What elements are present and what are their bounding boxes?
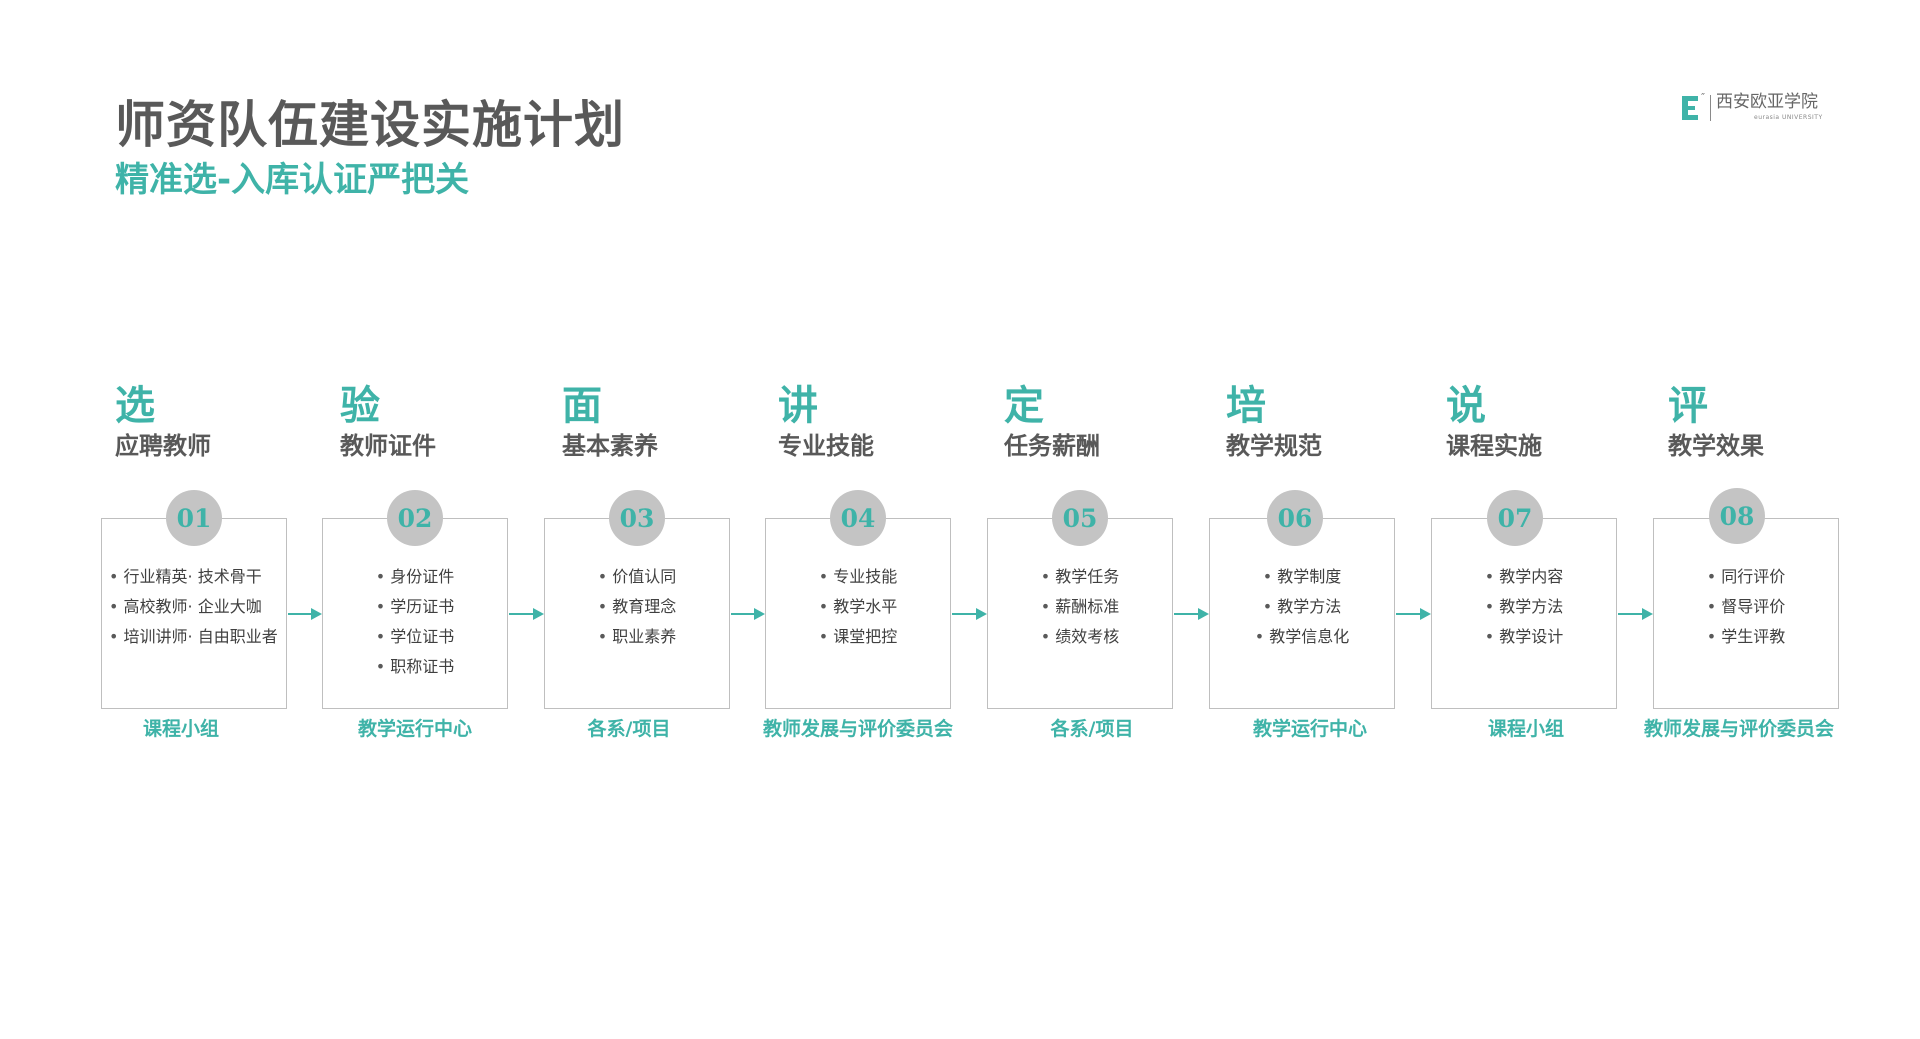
step-label: 教学效果 <box>1668 432 1764 460</box>
step-2-owner: 教学运行中心 <box>357 718 472 740</box>
list-item: 绩效考核 <box>1041 622 1119 652</box>
step-6-owner: 教学运行中心 <box>1252 718 1367 740</box>
step-char: 定 <box>1004 383 1044 429</box>
list-item: 教学设计 <box>1485 622 1563 652</box>
step-2-items: 身份证件 学历证书 学位证书 职称证书 <box>322 562 508 682</box>
flow-arrow-icon <box>731 607 765 621</box>
step-4-heading: 讲 专业技能 <box>778 386 978 756</box>
list-item: 教育理念 <box>598 592 676 622</box>
step-char: 培 <box>1226 383 1266 429</box>
step-4-number-badge: 04 <box>830 490 886 546</box>
list-item: 教学方法 <box>1263 592 1341 622</box>
logo-name-cn: 西安欧亚学院 <box>1716 92 1818 112</box>
step-8-owner: 教师发展与评价委员会 <box>1643 718 1834 740</box>
list-item: 教学方法 <box>1485 592 1563 622</box>
step-4-owner: 教师发展与评价委员会 <box>762 718 953 740</box>
step-1-items: 行业精英· 技术骨干 高校教师· 企业大咖 培训讲师· 自由职业者 <box>101 562 287 652</box>
list-item: 培训讲师· 自由职业者 <box>109 622 278 652</box>
list-item: 督导评价 <box>1707 592 1785 622</box>
step-label: 教师证件 <box>340 432 436 460</box>
step-5-owner: 各系/项目 <box>1050 718 1134 740</box>
step-label: 课程实施 <box>1446 432 1542 460</box>
step-3-items: 价值认同 教育理念 职业素养 <box>544 562 730 652</box>
list-item: 职称证书 <box>376 652 454 682</box>
logo-quote-mark: ″ <box>1701 91 1706 104</box>
logo-divider <box>1710 95 1711 121</box>
university-logo: ″ 西安欧亚学院 eurasia UNIVERSITY <box>1682 91 1832 124</box>
step-char: 讲 <box>778 383 818 429</box>
step-label: 专业技能 <box>778 432 874 460</box>
list-item: 行业精英· 技术骨干 <box>109 562 262 592</box>
step-6-heading: 培 教学规范 <box>1226 386 1426 756</box>
step-char: 验 <box>340 383 380 429</box>
flow-arrow-icon <box>288 607 322 621</box>
flow-arrow-icon <box>1618 607 1653 621</box>
step-8-items: 同行评价 督导评价 学生评教 <box>1653 562 1839 652</box>
step-3-number-badge: 03 <box>609 490 665 546</box>
list-item: 教学信息化 <box>1255 622 1349 652</box>
list-item: 职业素养 <box>598 622 676 652</box>
step-label: 任务薪酬 <box>1004 432 1100 460</box>
list-item: 高校教师· 企业大咖 <box>109 592 262 622</box>
flow-arrow-icon <box>1174 607 1209 621</box>
step-7-items: 教学内容 教学方法 教学设计 <box>1431 562 1617 652</box>
list-item: 薪酬标准 <box>1041 592 1119 622</box>
list-item: 学历证书 <box>376 592 454 622</box>
logo-name-en: eurasia UNIVERSITY <box>1754 114 1823 121</box>
step-label: 基本素养 <box>562 432 658 460</box>
list-item: 学生评教 <box>1707 622 1785 652</box>
step-1-heading: 选 应聘教师 <box>115 386 315 756</box>
step-char: 选 <box>115 383 155 429</box>
step-label: 应聘教师 <box>115 432 211 460</box>
step-4-items: 专业技能 教学水平 课堂把控 <box>765 562 951 652</box>
step-2-heading: 验 教师证件 <box>340 386 540 756</box>
list-item: 价值认同 <box>598 562 676 592</box>
step-7-heading: 说 课程实施 <box>1446 386 1646 756</box>
step-char: 说 <box>1446 383 1486 429</box>
flow-arrow-icon <box>952 607 987 621</box>
step-5-heading: 定 任务薪酬 <box>1004 386 1204 756</box>
step-1-owner: 课程小组 <box>142 718 219 740</box>
step-2-number-badge: 02 <box>387 490 443 546</box>
list-item: 教学制度 <box>1263 562 1341 592</box>
list-item: 教学内容 <box>1485 562 1563 592</box>
step-5-items: 教学任务 薪酬标准 绩效考核 <box>987 562 1173 652</box>
page-title: 师资队伍建设实施计划 <box>115 96 625 154</box>
flow-arrow-icon <box>1396 607 1431 621</box>
step-6-number-badge: 06 <box>1267 490 1323 546</box>
list-item: 身份证件 <box>376 562 454 592</box>
step-3-owner: 各系/项目 <box>587 718 671 740</box>
flow-arrow-icon <box>509 607 544 621</box>
list-item: 课堂把控 <box>819 622 897 652</box>
step-6-items: 教学制度 教学方法 教学信息化 <box>1209 562 1395 652</box>
step-7-owner: 课程小组 <box>1487 718 1564 740</box>
list-item: 教学任务 <box>1041 562 1119 592</box>
list-item: 学位证书 <box>376 622 454 652</box>
step-char: 评 <box>1668 383 1708 429</box>
step-char: 面 <box>562 383 602 429</box>
step-3-heading: 面 基本素养 <box>562 386 762 756</box>
step-8-number-badge: 08 <box>1709 488 1765 544</box>
step-label: 教学规范 <box>1226 432 1322 460</box>
list-item: 教学水平 <box>819 592 897 622</box>
step-7-number-badge: 07 <box>1487 490 1543 546</box>
step-5-number-badge: 05 <box>1052 490 1108 546</box>
step-1-number-badge: 01 <box>166 490 222 546</box>
step-8-heading: 评 教学效果 <box>1668 386 1868 756</box>
list-item: 同行评价 <box>1707 562 1785 592</box>
logo-e-icon <box>1682 96 1700 120</box>
list-item: 专业技能 <box>819 562 897 592</box>
page-subtitle: 精准选-入库认证严把关 <box>115 160 470 200</box>
